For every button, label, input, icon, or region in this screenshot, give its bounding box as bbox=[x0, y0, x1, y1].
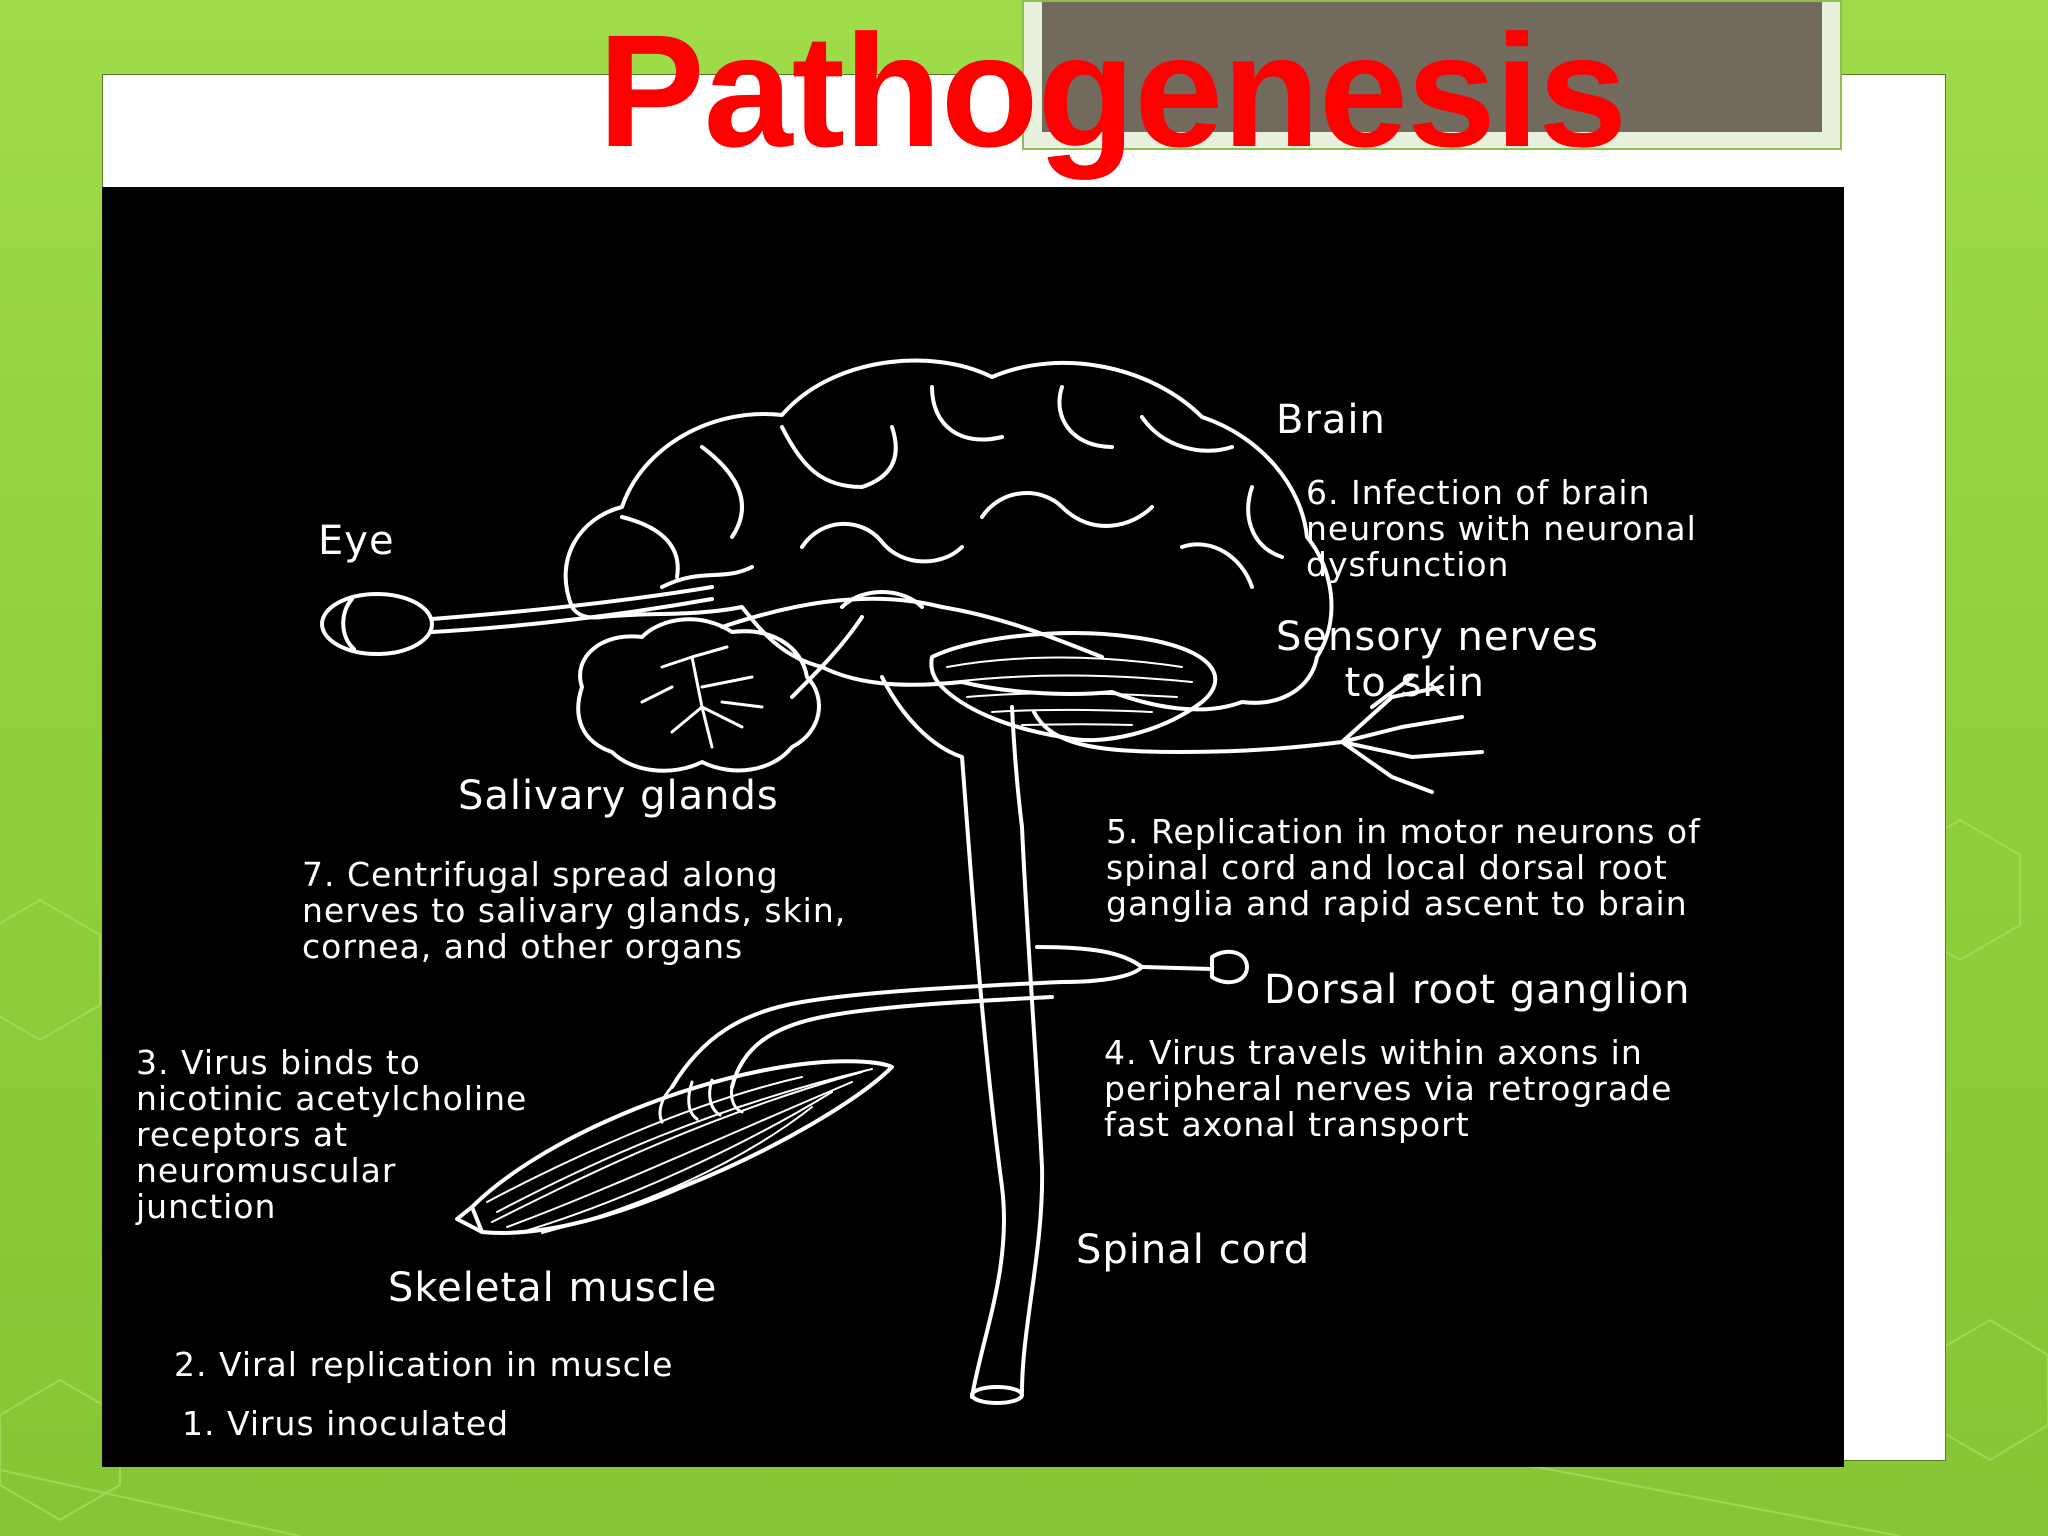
peripheral-nerve bbox=[670, 980, 1064, 1089]
eye-globe bbox=[320, 592, 434, 656]
step-1-text: 1. Virus inoculated bbox=[182, 1404, 510, 1443]
cerebellum-lines bbox=[946, 656, 1193, 726]
step-6-text: 6. Infection of brain neurons with neuro… bbox=[1306, 473, 1697, 584]
skeletal-muscle-fibers bbox=[486, 1068, 873, 1234]
cerebellum bbox=[929, 631, 1218, 743]
rabies-pathogenesis-diagram bbox=[320, 358, 1484, 1405]
step-5-text: 5. Replication in motor neurons of spina… bbox=[1106, 812, 1701, 923]
label-brain: Brain bbox=[1276, 397, 1386, 443]
brain-gyri bbox=[620, 385, 1284, 609]
brain-outline bbox=[563, 358, 1334, 712]
salivary-gland-outline bbox=[576, 617, 821, 773]
ganglion-bulb bbox=[1210, 949, 1249, 985]
ganglion-stalk bbox=[1140, 965, 1214, 971]
peripheral-nerve-2 bbox=[730, 995, 1054, 1089]
dorsal-root bbox=[1035, 945, 1144, 984]
neuromuscular-junction bbox=[658, 1078, 744, 1124]
spinal-cord-left bbox=[880, 675, 1007, 1399]
page-title: Pathogenesis bbox=[598, 1, 1627, 180]
spinal-cord-right bbox=[1010, 705, 1045, 1394]
step-7-text: 7. Centrifugal spread along nerves to sa… bbox=[302, 855, 847, 966]
title-placeholder-box bbox=[1022, 0, 1842, 150]
eye-lens bbox=[341, 597, 356, 651]
salivary-gland-ducts bbox=[640, 645, 764, 749]
sensory-nerve bbox=[1032, 710, 1344, 754]
label-spinal-cord: Spinal cord bbox=[1076, 1227, 1311, 1273]
step-4-text: 4. Virus travels within axons in periphe… bbox=[1104, 1033, 1673, 1144]
label-eye: Eye bbox=[318, 518, 395, 564]
label-salivary-glands: Salivary glands bbox=[458, 773, 779, 819]
label-sensory-nerves: Sensory nerves to skin bbox=[1276, 614, 1600, 706]
label-skeletal-muscle: Skeletal muscle bbox=[388, 1265, 718, 1311]
optic-nerve bbox=[430, 585, 714, 634]
step-3-text: 3. Virus binds to nicotinic acetylcholin… bbox=[136, 1043, 528, 1226]
step-2-text: 2. Viral replication in muscle bbox=[174, 1345, 674, 1384]
diagram-panel: Brain Eye Sensory nerves to skin Salivar… bbox=[102, 187, 1844, 1467]
skeletal-muscle-outline bbox=[470, 1059, 894, 1235]
title-box-fill bbox=[1042, 2, 1822, 132]
spinal-cord-end bbox=[970, 1385, 1024, 1405]
salivary-nerve bbox=[790, 615, 864, 699]
label-dorsal-root-ganglion: Dorsal root ganglion bbox=[1264, 967, 1691, 1013]
temporal-lobe bbox=[720, 596, 1104, 659]
sensory-nerve-branches bbox=[1340, 675, 1484, 794]
muscle-tendon bbox=[455, 1205, 484, 1234]
